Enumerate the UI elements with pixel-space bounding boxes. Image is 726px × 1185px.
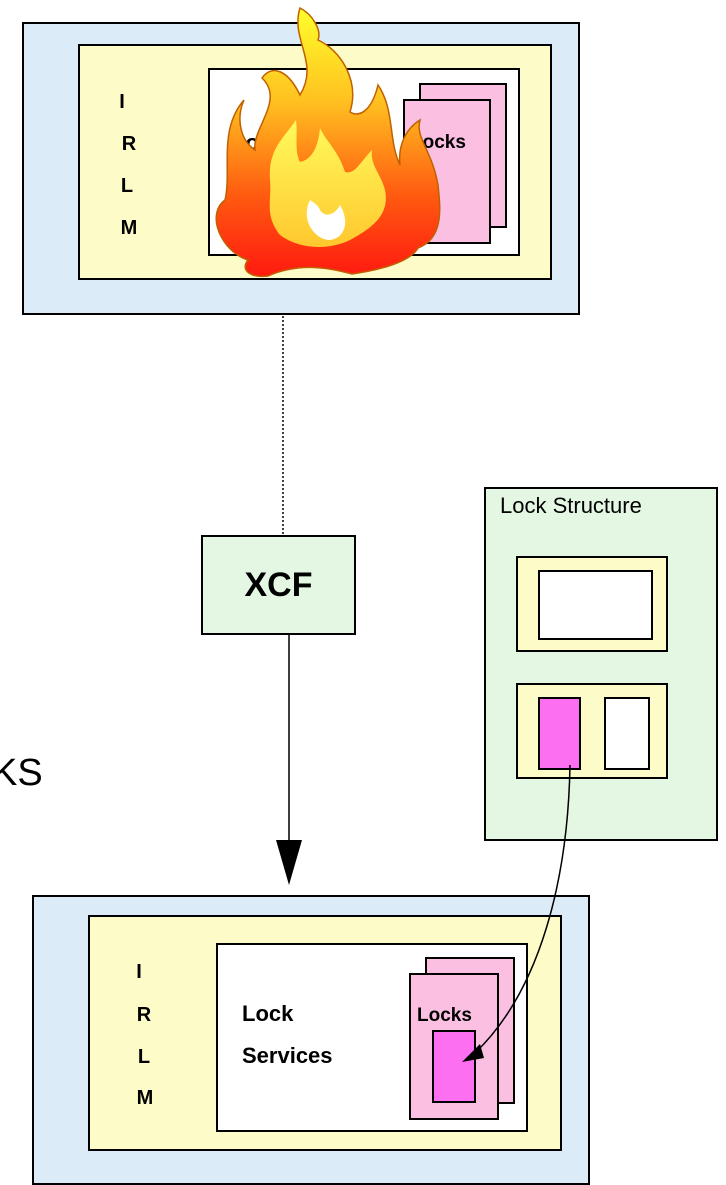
xcf-arrow-head: [276, 840, 302, 885]
bottom-lock-services-label-line2: Services: [242, 1043, 333, 1068]
bottom-irlm-letter-l: L: [137, 1046, 151, 1068]
side-partial-label: KS: [0, 752, 43, 794]
top-lock-services-label-line2: Services: [232, 172, 323, 197]
top-locks-label: Locks: [411, 132, 466, 153]
bottom-irlm-letter-m: M: [136, 1087, 154, 1109]
bottom-locks-label: Locks: [417, 1005, 472, 1026]
lock-structure-title: Lock Structure: [500, 493, 642, 518]
top-irlm-letter-i: I: [119, 91, 125, 113]
lock-structure-box: [484, 487, 718, 841]
top-irlm-letter-r: R: [121, 133, 137, 155]
top-irlm-letter-l: L: [120, 175, 134, 197]
lock-structure-lock-entry: [538, 697, 581, 770]
top-lock-services-label-line1: Lock: [232, 130, 284, 155]
bottom-irlm-letter-r: R: [136, 1004, 152, 1026]
bottom-copied-lock-entry: [432, 1030, 476, 1103]
xcf-box: XCF: [201, 535, 356, 635]
top-irlm-letter-m: M: [120, 217, 138, 239]
lock-structure-empty-entry: [604, 697, 650, 770]
bottom-lock-services-label-line1: Lock: [242, 1001, 294, 1026]
top-locks-page-front: [403, 99, 491, 244]
lock-structure-upper-entry: [538, 570, 653, 640]
xcf-label: XCF: [244, 565, 313, 604]
bottom-irlm-letter-i: I: [136, 961, 142, 983]
